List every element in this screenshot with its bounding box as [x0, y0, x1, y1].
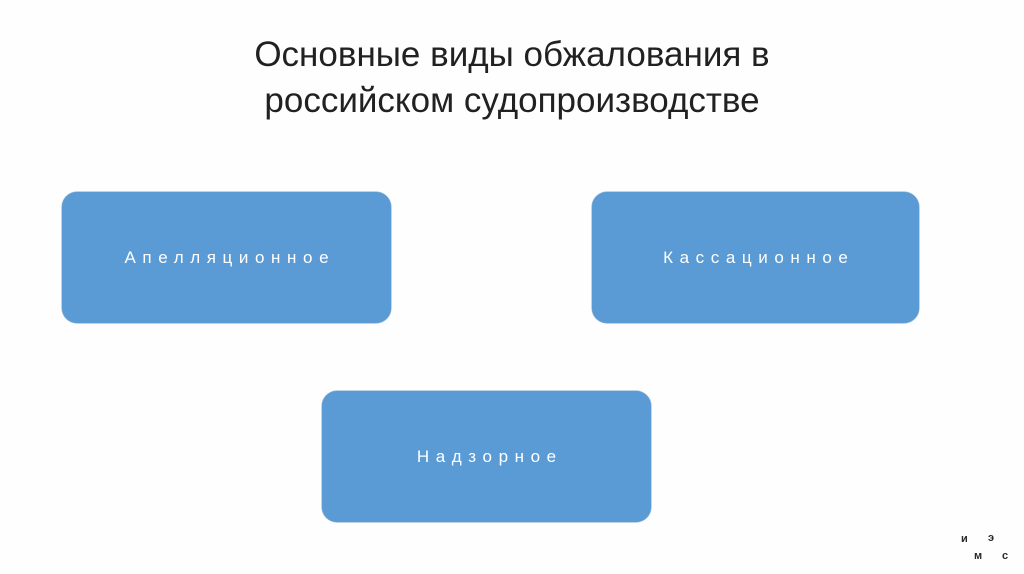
- watermark-letter-i: и: [961, 533, 968, 545]
- diagram-node-supervisory[interactable]: Надзорное: [322, 391, 651, 522]
- diagram-node-appeal[interactable]: Апелляционное: [62, 192, 391, 323]
- watermark-letter-e: э: [988, 532, 995, 544]
- diagram-node-cassation[interactable]: Кассационное: [592, 192, 919, 323]
- diagram-node-label: Надзорное: [416, 446, 563, 466]
- page-title: Основные виды обжалования в российском с…: [254, 35, 770, 120]
- watermark-letter-m: м: [974, 550, 983, 562]
- watermark-letter-s: с: [1002, 550, 1009, 562]
- watermark-logo: и э м с: [958, 532, 1016, 568]
- diagram-node-label: Кассационное: [663, 247, 855, 267]
- diagram-node-label: Апелляционное: [124, 247, 336, 267]
